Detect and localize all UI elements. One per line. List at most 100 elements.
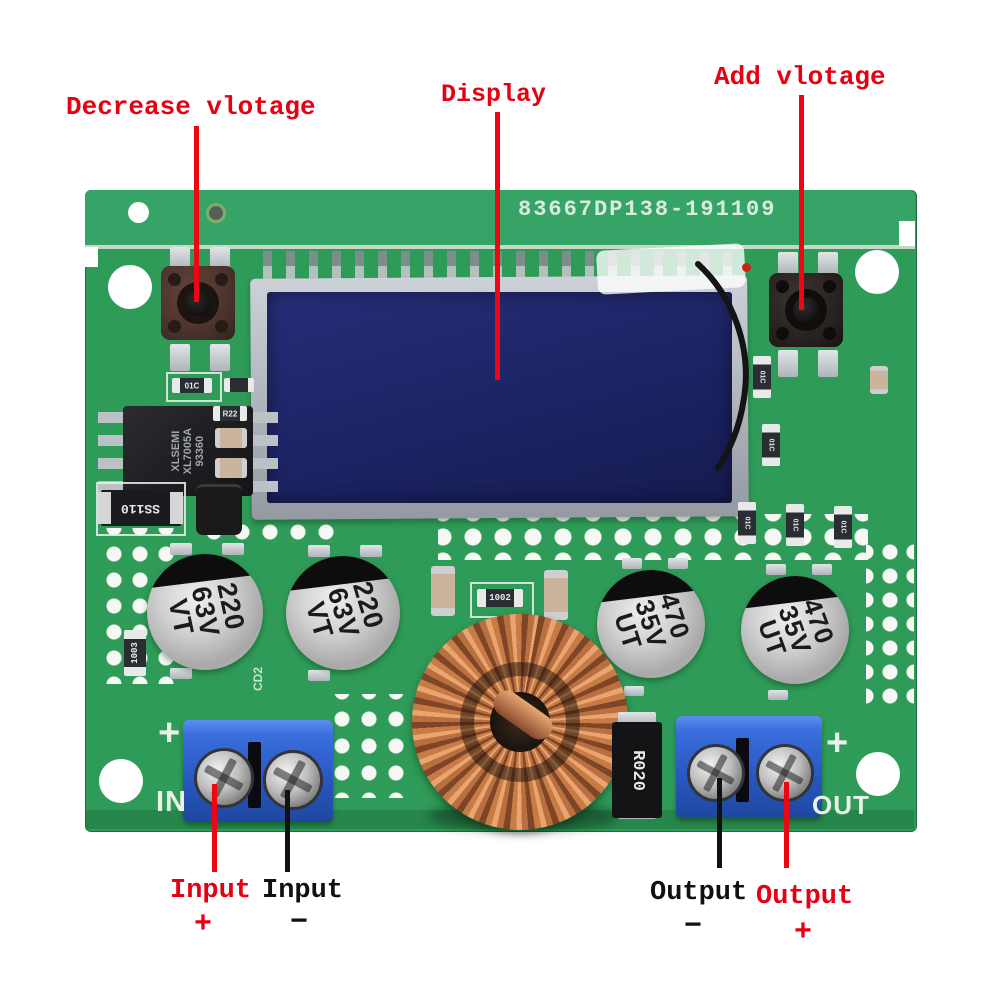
cap-pad xyxy=(222,543,244,555)
button-corner xyxy=(776,327,789,340)
cap-pad xyxy=(308,670,330,681)
diode-terminal xyxy=(170,492,183,524)
rail-hole xyxy=(128,202,149,223)
input-minus-screw xyxy=(263,750,323,810)
cap-pad xyxy=(360,545,382,557)
rail-notch-left xyxy=(85,247,98,267)
output-minus-line xyxy=(717,778,722,868)
button-pad xyxy=(778,350,798,377)
rail-notch-right xyxy=(899,221,915,246)
resistor-marking: 01C xyxy=(767,438,775,452)
cap-pad xyxy=(622,558,642,569)
input-capacitor-1: 220 63V VT xyxy=(147,554,263,670)
button-corner xyxy=(215,320,228,333)
resistor-01c: 01C xyxy=(753,356,771,398)
output-minus-word: Output xyxy=(650,878,748,908)
decrease-voltage-annotation: Decrease vlotage xyxy=(66,92,316,122)
smd-inductor xyxy=(196,484,242,535)
diode-body: SS110 xyxy=(101,490,181,526)
button-corner xyxy=(823,327,836,340)
add-annotation-line xyxy=(799,95,804,310)
input-plus-screw xyxy=(194,748,254,808)
output-plus-sign: + xyxy=(794,916,813,950)
resistor-01c: 01C xyxy=(172,378,212,393)
silk-input-plus: + xyxy=(158,712,181,754)
cap-pad xyxy=(812,564,832,575)
silk-out-label: OUT xyxy=(812,790,870,820)
button-corner xyxy=(168,273,181,286)
cap-marking: 220 63V VT xyxy=(299,577,390,648)
mounting-hole-top-right xyxy=(855,250,899,294)
button-plunger xyxy=(793,297,819,323)
resistor-marking: R22 xyxy=(222,409,238,418)
output-minus-annotation: Output xyxy=(650,878,747,908)
cap-pad xyxy=(668,558,688,569)
resistor-01c: 01C xyxy=(834,506,852,548)
output-capacitor-1: 470 35V UT xyxy=(597,570,705,678)
input-plus-sign: + xyxy=(194,908,213,942)
diode-marking: SS110 xyxy=(121,500,161,516)
capacitor-smd xyxy=(215,428,247,448)
via-grid-right-edge xyxy=(866,538,914,710)
capacitor-smd xyxy=(870,366,888,394)
cap-pad xyxy=(624,686,644,696)
resistor xyxy=(224,378,254,392)
resistor-1003: 1003 xyxy=(124,630,146,676)
resistor-marking: 01C xyxy=(791,518,799,532)
serial-number-text: 83667DP138-191109 xyxy=(518,197,777,222)
led-indicator xyxy=(742,263,751,272)
output-minus-sign: − xyxy=(684,910,703,944)
output-minus-screw xyxy=(687,744,745,802)
cap-pad xyxy=(308,545,330,557)
input-plus-line xyxy=(212,784,217,872)
resistor-marking: 1003 xyxy=(130,642,140,664)
silk-cd2-label: CD2 xyxy=(251,666,266,692)
cap-pad xyxy=(170,668,192,679)
decrease-annotation-line xyxy=(194,126,199,302)
button-corner xyxy=(215,273,228,286)
display-annotation: Display xyxy=(441,80,547,109)
ic-pins-left xyxy=(98,412,126,494)
button-pad xyxy=(778,252,798,274)
ic-pins-right xyxy=(250,412,278,494)
ic-part: XL7005A xyxy=(181,427,194,475)
shunt-body: R020 xyxy=(612,722,662,818)
button-pad xyxy=(818,252,838,274)
add-voltage-annotation: Add vlotage xyxy=(714,62,886,92)
resistor-01c: 01C xyxy=(738,502,756,544)
output-capacitor-2: 470 35V UT xyxy=(741,576,849,684)
button-corner xyxy=(168,320,181,333)
silk-in-label: IN xyxy=(156,786,187,818)
ic-body: XLSEMI XL7005A 93360 xyxy=(123,406,253,496)
capacitor-smd xyxy=(431,566,455,616)
input-minus-line xyxy=(285,790,290,872)
input-minus-sign: − xyxy=(290,906,309,940)
resistor-marking: 01C xyxy=(184,381,200,390)
resistor-silk xyxy=(166,372,222,402)
cap-pad xyxy=(766,564,786,575)
mounting-hole-bottom-right xyxy=(856,752,900,796)
output-plus-word: Output xyxy=(756,882,854,912)
shunt-marking: R020 xyxy=(627,749,647,791)
capacitor-smd xyxy=(544,570,568,620)
input-minus-word: Input xyxy=(262,876,344,906)
capacitor-smd xyxy=(215,458,247,478)
output-plus-annotation: Output xyxy=(756,882,853,912)
input-minus-annotation: Input xyxy=(262,876,343,906)
resistor-r22: R22 xyxy=(213,406,247,421)
resistor-marking: 01C xyxy=(758,370,766,384)
button-pad xyxy=(818,350,838,377)
silk-output-plus: + xyxy=(826,722,849,764)
resistor-marking: 01C xyxy=(743,516,751,530)
resistor-marking: 1002 xyxy=(489,593,511,603)
resistor-marking: 01C xyxy=(839,520,847,534)
cap-marking: 220 63V VT xyxy=(162,579,250,645)
diode-silk-outline xyxy=(96,482,186,536)
ic-brand: XLSEMI xyxy=(169,430,182,472)
pcb-vgroove xyxy=(85,245,915,249)
via-grid-center-bottom xyxy=(328,694,410,798)
resistor-01c: 01C xyxy=(762,424,780,466)
mounting-hole-top-left xyxy=(108,265,152,309)
button-pad xyxy=(210,247,230,269)
input-plus-annotation: Input xyxy=(170,876,251,906)
